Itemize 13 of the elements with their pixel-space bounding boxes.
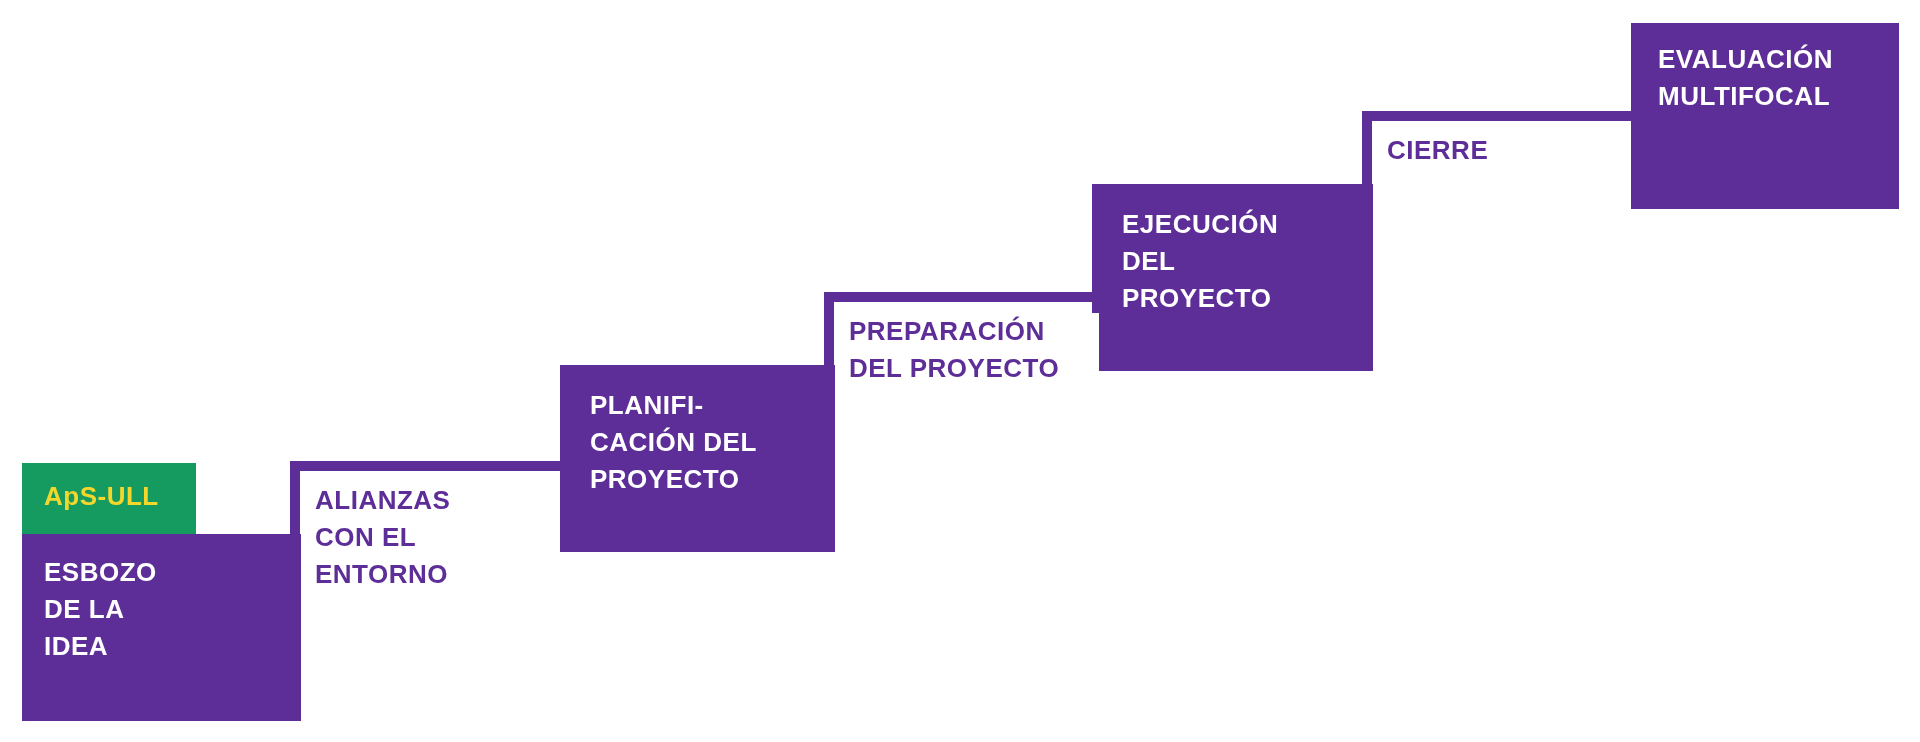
step-box [1092, 184, 1373, 371]
step-title: PLANIFI- CACIÓN DEL PROYECTO [590, 389, 758, 496]
step-box [22, 534, 301, 721]
step-title: EVALUACIÓN MULTIFOCAL [1658, 43, 1834, 113]
step-box [1631, 23, 1899, 209]
step-box [560, 365, 835, 552]
step-title: EJECUCIÓN DEL PROYECTO [1122, 208, 1280, 315]
step-title: ApS-ULL [44, 480, 160, 513]
step-title: ESBOZO DE LA IDEA [44, 556, 158, 663]
stair-connector [290, 461, 560, 534]
stair-connector [1362, 111, 1631, 184]
stair-connector [824, 292, 1092, 365]
tag-box [22, 463, 196, 534]
